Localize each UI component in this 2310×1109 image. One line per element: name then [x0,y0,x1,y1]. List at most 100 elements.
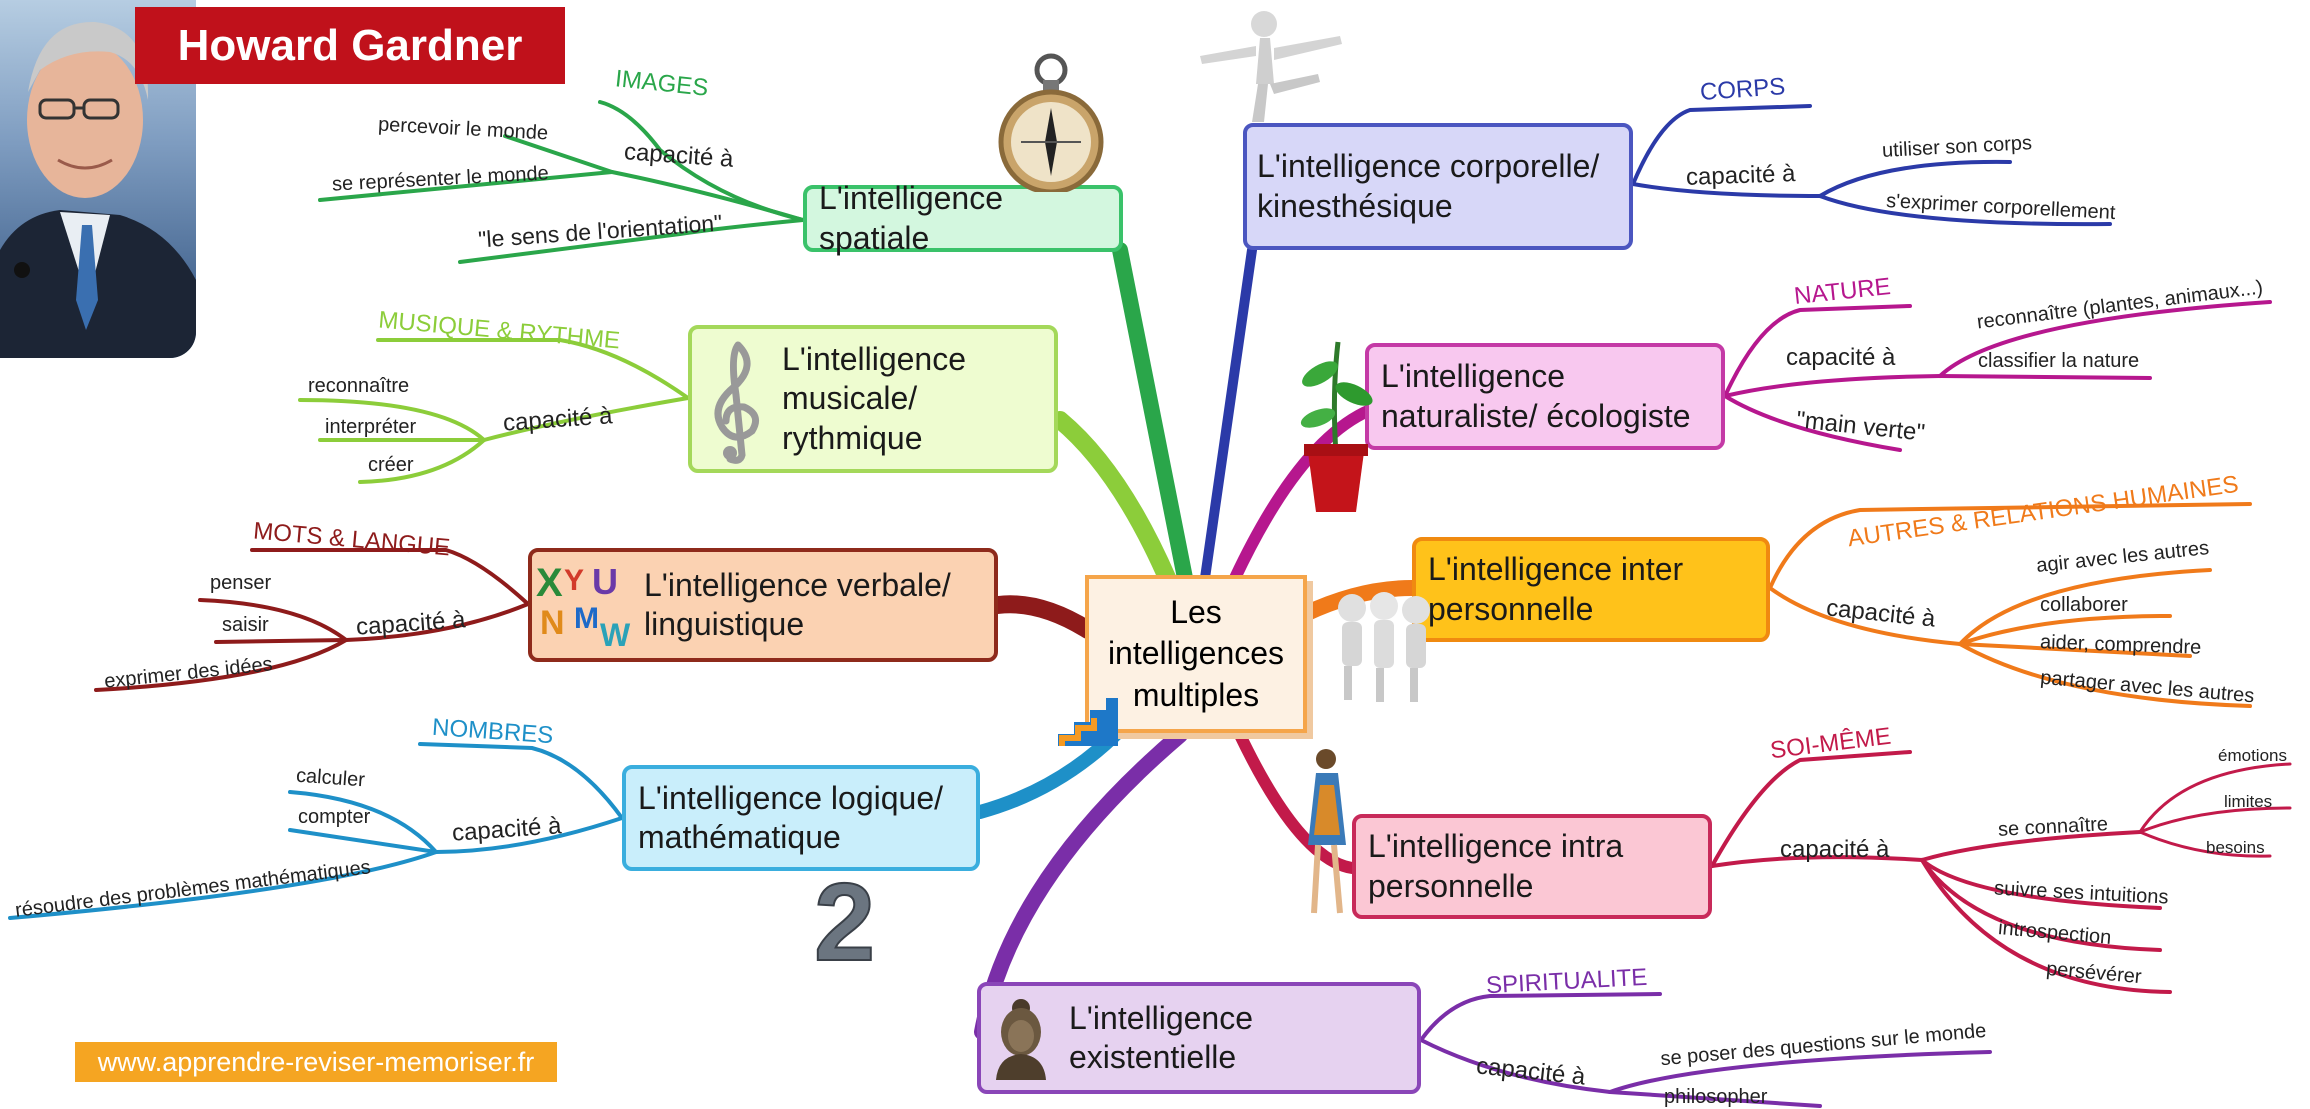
node-spatial: L'intelligence spatiale [803,180,1123,256]
branch-line [1112,242,1193,586]
svg-text:N: N [540,604,565,642]
node-verbal: L'intelligence verbale/ linguistique [528,548,998,662]
branch-line [434,816,624,854]
stretching-figure-icon [1200,11,1342,122]
branch-item: créer [368,454,414,476]
branch-capacity: capacité à [1685,160,1796,191]
branch-line [482,396,690,442]
branch-capacity: capacité à [1780,836,1890,863]
branch-line [1818,194,2112,227]
branch-line [418,742,624,820]
branch-line [1958,568,2212,646]
svg-text:M: M [574,602,599,635]
branch-line [8,850,438,920]
branch-line [458,218,805,264]
node-title: L'intelligence inter personnelle [1428,551,1684,627]
branch-line [2138,830,2272,858]
node-bodily: L'intelligence corporelle/ kinesthésique [1243,123,1633,250]
svg-text:2: 2 [814,870,875,966]
branch-line [1768,502,2252,590]
branch-line [1958,642,2192,658]
center-title: Les intelligences multiples [1107,593,1285,713]
branch-line [2138,762,2292,834]
branch-line [1200,245,1257,583]
branch-line [1710,855,1924,868]
node-title: L'intelligence logique/ mathématique [638,779,943,855]
branch-line [1920,858,2162,952]
branch-line [288,790,438,854]
branch-category: CORPS [1699,73,1787,106]
branch-line [298,398,486,442]
branch-line [250,548,530,606]
branch-item: reconnaître [308,375,410,397]
branch-line [344,602,530,642]
branch-line [1419,992,1662,1042]
node-title: L'intelligence naturaliste/ écologiste [1381,358,1691,434]
branch-line [1818,159,2012,198]
branch-line [989,595,1097,639]
branch-item: interpréter [325,416,417,438]
branch-line [1723,394,1902,452]
branch-item: besoins [2206,838,2265,857]
branch-line [214,638,348,644]
node-title: L'intelligence musicale/ rythmique [782,341,967,456]
branch-line [288,828,438,854]
node-title: L'intelligence intra personnelle [1368,828,1624,904]
branch-capacity: capacité à [1786,344,1896,371]
node-naturalist: L'intelligence naturaliste/ écologiste [1365,343,1725,450]
svg-text:U: U [592,561,618,602]
node-interpersonal: L'intelligence inter personnelle [1412,537,1770,642]
stairs-icon [1058,698,1118,746]
branch-line [1419,1038,1612,1094]
branch-item: émotions [2218,746,2287,765]
branch-line [503,134,805,222]
branch-line [1768,586,1962,646]
branch-item: limites [2224,792,2273,811]
branch-line [1710,750,1912,868]
node-title: L'intelligence existentielle [1069,999,1254,1075]
branch-item: calculer [295,764,366,792]
node-title: L'intelligence spatiale [819,180,1004,256]
letters-icon: X Y U N M W [536,561,631,652]
branch-line [1723,374,1942,398]
group-figures-icon [1338,592,1430,702]
branch-line [1920,830,2142,862]
branch-item: philosopher [1664,1086,1768,1108]
potted-plant-icon [1300,341,1373,512]
branch-line [1958,614,2172,646]
branch-item: collaborer [2040,594,2128,616]
branch-line [358,438,486,484]
branch-line [2138,806,2292,834]
branch-line [1234,729,1358,874]
website-url-banner[interactable]: www.apprendre-reviser-memoriser.fr [75,1042,557,1082]
branch-line [94,638,348,692]
node-title: L'intelligence corporelle/ kinesthésique [1257,148,1600,224]
branch-line [1938,374,2152,380]
buddha-icon [996,999,1046,1080]
svg-text:Y: Y [564,564,584,597]
branch-line [1229,404,1376,584]
branch-line [1608,1050,1992,1094]
branch-line [1938,300,2272,378]
branch-line [1631,104,1812,186]
node-title: L'intelligence verbale/ linguistique [644,566,951,642]
branch-item: classifier la nature [1978,350,2140,372]
node-existential: L'intelligence existentielle [977,982,1421,1094]
branch-line [376,338,690,400]
branch-line [1920,858,2162,910]
center-node: Les intelligences multiples [1085,575,1307,733]
author-name-badge: Howard Gardner [135,7,565,84]
branch-item: compter [298,806,371,828]
branch-line [198,598,348,642]
svg-text:W: W [600,617,631,652]
node-musical: L'intelligence musicale/ rythmique [688,325,1058,473]
branch-line [1958,642,2252,708]
branch-line [1723,304,1912,398]
branch-line [1051,411,1177,589]
number-two-icon: 2 [813,870,876,966]
branch-line [1631,182,1822,198]
node-intrapersonal: L'intelligence intra personnelle [1352,814,1712,919]
compass-icon [998,53,1104,192]
